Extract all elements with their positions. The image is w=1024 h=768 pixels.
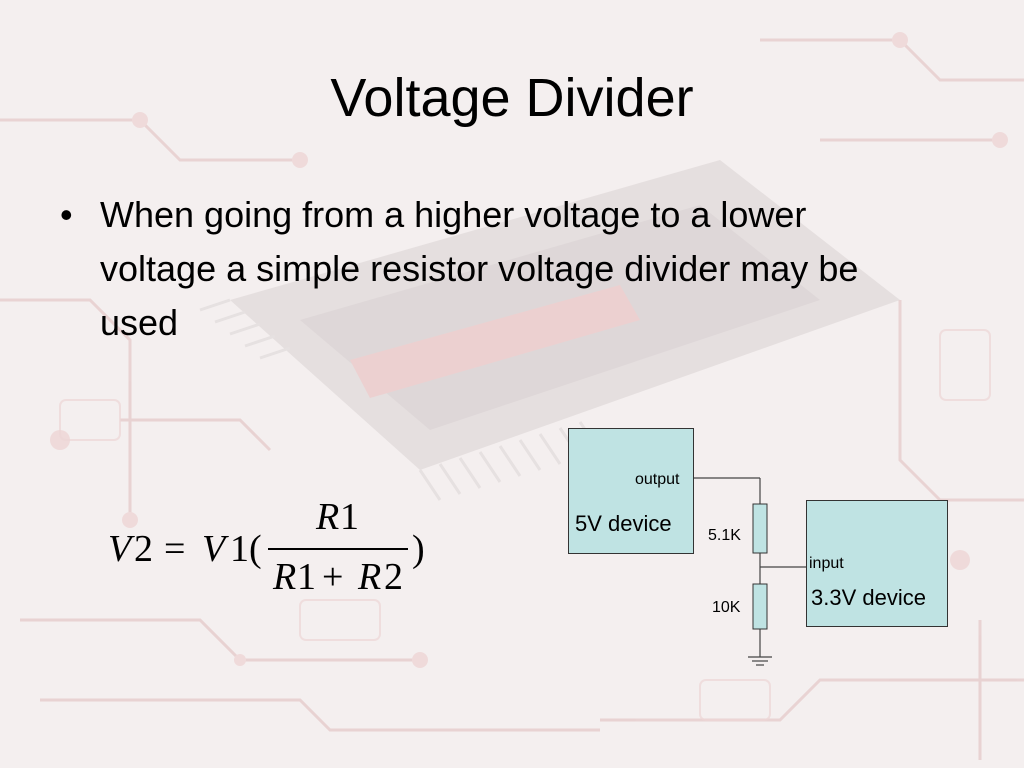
source-device-box: output 5V device	[568, 428, 694, 554]
formula-denominator-var2: R	[358, 556, 382, 598]
formula-rhs-var: V	[202, 528, 226, 570]
target-device-label: 3.3V device	[811, 585, 926, 610]
formula-equals: =	[164, 528, 186, 570]
formula-denominator-var1: R	[273, 556, 297, 598]
resistor-bottom	[752, 583, 768, 630]
formula-denominator-num2: 2	[384, 556, 403, 598]
formula-plus: +	[322, 556, 344, 598]
formula-close-paren: )	[412, 528, 425, 570]
formula-lhs-var: V	[108, 528, 132, 570]
source-device-label: 5V device	[575, 511, 672, 536]
formula-fraction-bar	[268, 548, 408, 550]
bullet-text: When going from a higher voltage to a lo…	[100, 194, 859, 343]
formula-numerator-var: R	[316, 496, 340, 538]
voltage-divider-formula: V 2 = V 1( R 1 R 1 + R 2 )	[108, 495, 438, 605]
formula-numerator-num: 1	[340, 496, 359, 538]
resistor-top	[752, 503, 768, 554]
target-device-box: input 3.3V device	[806, 500, 948, 627]
formula-rhs-num: 1(	[230, 528, 262, 570]
resistor-bottom-label: 10K	[712, 599, 741, 616]
bullet-marker: •	[60, 194, 73, 235]
formula-lhs-num: 2	[134, 528, 153, 570]
slide-title: Voltage Divider	[330, 68, 694, 128]
resistor-top-label: 5.1K	[708, 527, 741, 544]
input-port-label: input	[809, 555, 844, 572]
formula-denominator-num1: 1	[297, 556, 316, 598]
output-port-label: output	[635, 471, 680, 488]
